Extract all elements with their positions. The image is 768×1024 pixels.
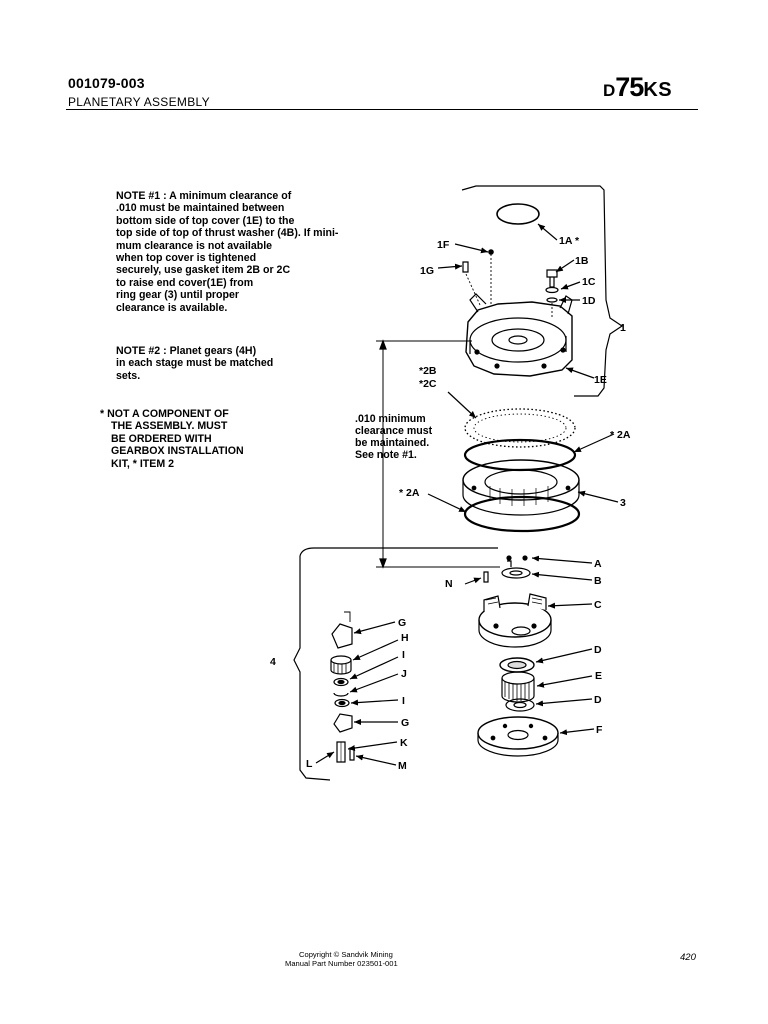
carrier-plate-f	[477, 716, 559, 757]
callout-i-lower: I	[402, 695, 405, 707]
component-note: * NOT A COMPONENT OF THE ASSEMBLY. MUST …	[100, 408, 270, 470]
callout-d-lower: D	[594, 694, 602, 706]
note-1-line: mum clearance is not available	[116, 239, 273, 252]
clearance-note-line: be maintained.	[355, 437, 429, 449]
component-note-line: * NOT A COMPONENT OF	[100, 408, 229, 420]
spacer-g-lower	[333, 713, 353, 733]
copyright-line: Copyright © Sandvik Mining	[299, 950, 393, 959]
gasket-2b-2c	[464, 408, 576, 448]
callout-m: M	[398, 760, 407, 772]
callout-f: F	[596, 724, 603, 736]
note-1: NOTE #1 : A minimum clearance of .010 mu…	[116, 190, 368, 314]
screw-a	[506, 555, 512, 561]
callout-d-upper: D	[594, 644, 602, 656]
snap-ring-j	[333, 692, 349, 697]
model-logo: D75KS	[603, 72, 672, 103]
page-number: 420	[680, 952, 696, 963]
bearing-i-lower	[334, 698, 350, 708]
note-1-line: top side of top of thrust washer (4B). I…	[116, 227, 339, 240]
note-1-line: clearance is available.	[116, 301, 228, 314]
manual-part-number: Manual Part Number 023501-001	[285, 959, 398, 968]
bearing-i-upper	[333, 677, 349, 687]
spacer-g-upper	[331, 623, 353, 649]
roll-pin-m	[349, 747, 355, 761]
top-cover-1e	[465, 293, 573, 377]
sun-gear-e	[501, 671, 535, 703]
callout-2b: *2B	[419, 365, 437, 377]
note-1-line: securely, use gasket item 2B or 2C	[116, 264, 291, 277]
callout-i-upper: I	[402, 649, 405, 661]
item-1-bracket	[461, 185, 624, 397]
header-divider	[66, 109, 698, 110]
item-4-bracket	[293, 547, 498, 781]
callout-k: K	[400, 737, 408, 749]
planet-gear-h	[330, 655, 352, 675]
o-ring-2a-lower	[463, 495, 581, 533]
callout-1d: 1D	[582, 295, 596, 307]
callout-labels: 1A * 1F 1B 1G 1C 1D 1 1E *2B *2C * 2A 3 …	[270, 235, 631, 772]
callout-1g: 1G	[420, 265, 434, 277]
clearance-note-line: See note #1.	[355, 449, 417, 461]
callout-1e: 1E	[594, 374, 607, 386]
callout-4: 4	[270, 656, 276, 668]
note-1-line: NOTE #1 : A minimum clearance of	[116, 190, 292, 202]
callout-1: 1	[620, 322, 626, 334]
component-note-line: KIT, * ITEM 2	[111, 457, 174, 470]
callout-1f: 1F	[437, 239, 450, 251]
note-1-line: to raise end cover(1E) from	[116, 276, 254, 289]
clearance-note-line: .010 minimum	[355, 413, 426, 425]
fastener-1f	[488, 249, 494, 255]
note-2: NOTE #2 : Planet gears (4H) in each stag…	[116, 345, 306, 382]
callout-g-lower: G	[401, 717, 409, 729]
washer-1d	[546, 297, 558, 303]
callout-3: 3	[620, 497, 626, 509]
washer-1c	[545, 286, 559, 294]
component-note-line: GEARBOX INSTALLATION	[111, 445, 244, 458]
callout-b: B	[594, 575, 602, 587]
document-title: PLANETARY ASSEMBLY	[68, 95, 210, 109]
callout-a: A	[594, 558, 602, 570]
note-1-line: ring gear (3) until proper	[116, 289, 240, 302]
note-2-line: sets.	[116, 369, 141, 382]
clearance-annotation: .010 minimum clearance must be maintaine…	[355, 413, 433, 461]
callout-2a-upper: * 2A	[610, 429, 631, 441]
note-1-line: .010 must be maintained between	[116, 202, 285, 215]
note-2-line: NOTE #2 : Planet gears (4H)	[116, 345, 257, 357]
clearance-note-line: clearance must	[355, 425, 433, 437]
note-1-line: when top cover is tightened	[116, 252, 257, 265]
thrust-washer-4b	[501, 567, 531, 579]
o-ring-1a	[496, 203, 540, 225]
washer-d-lower	[505, 698, 535, 712]
callout-j: J	[401, 668, 407, 680]
planet-carrier-c	[478, 593, 552, 648]
logo-prefix: D	[603, 81, 616, 100]
callout-1c: 1C	[582, 276, 596, 288]
callout-l: L	[306, 758, 313, 770]
callout-e: E	[595, 670, 602, 682]
component-note-line: THE ASSEMBLY. MUST	[111, 420, 228, 433]
fastener-1g	[462, 261, 469, 273]
note-2-line: in each stage must be matched	[116, 357, 274, 370]
note-1-line: bottom side of top cover (1E) to the	[116, 214, 295, 227]
pin-n	[483, 571, 489, 583]
logo-number: 75	[615, 72, 644, 102]
callout-2c: *2C	[419, 378, 437, 390]
callout-2a-lower: * 2A	[399, 487, 420, 499]
bolt-1b	[546, 269, 558, 288]
logo-suffix: KS	[643, 79, 673, 101]
callout-n: N	[445, 578, 453, 590]
callout-1a: 1A *	[559, 235, 580, 247]
callout-c: C	[594, 599, 602, 611]
callout-h: H	[401, 632, 409, 644]
callout-1b: 1B	[575, 255, 589, 267]
ring-gear-3	[462, 459, 580, 516]
document-number: 001079-003	[68, 75, 145, 91]
component-note-line: BE ORDERED WITH	[111, 432, 212, 445]
callout-g-upper: G	[398, 617, 406, 629]
copyright-footer: Copyright © Sandvik Mining Manual Part N…	[285, 950, 398, 968]
